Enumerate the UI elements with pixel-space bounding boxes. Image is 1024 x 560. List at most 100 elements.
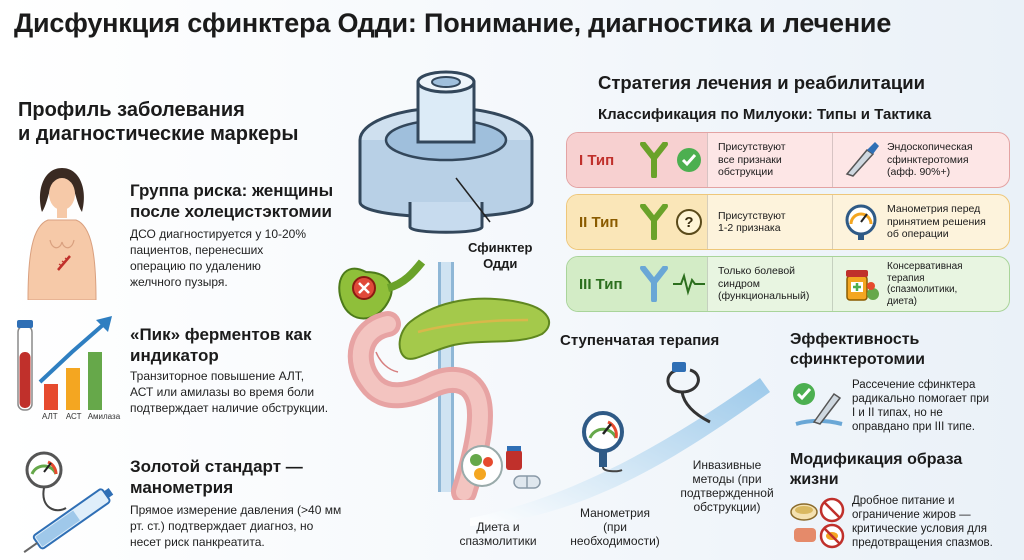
- step-line: обструкции): [693, 500, 761, 514]
- efficacy-line: радикально помогает при: [852, 393, 990, 405]
- food-plate-icon: [461, 445, 541, 489]
- type-tag: III Тип: [567, 257, 707, 311]
- tactic-line: Консервативная: [887, 261, 963, 272]
- diet-restriction-icon: [790, 497, 845, 549]
- enzyme-text-line: подтверждает наличие обструкции.: [130, 401, 329, 415]
- enzyme-title-line2: индикатор: [130, 346, 219, 365]
- left-heading-line1: Профиль заболевания: [18, 99, 245, 121]
- efficacy-heading-line1: Эффективность: [790, 331, 920, 348]
- gold-standard-title: Золотой стандарт — манометрия: [130, 456, 360, 498]
- type-label: II Тип: [579, 213, 619, 231]
- efficacy-line: Рассечение сфинктера: [852, 379, 976, 391]
- type-description: Только болевой синдром (функциональный): [707, 257, 832, 311]
- type-row-1: I Тип Присутствуют все признаки обструкц…: [566, 132, 1010, 188]
- efficacy-line: оправдано при III типе.: [852, 421, 975, 433]
- step-line: методы (при: [692, 472, 762, 486]
- bar-label-ast: АСТ: [65, 412, 82, 421]
- step-line: подтвержденной: [680, 486, 774, 500]
- enzyme-title-line1: «Пик» ферментов как: [130, 325, 312, 344]
- scalpel-icon: [845, 142, 879, 177]
- pressure-gauge-icon: [845, 204, 877, 240]
- desc-line: синдром: [718, 277, 760, 290]
- tactic-line: (спазмолитики,: [887, 284, 958, 295]
- efficacy-text: Рассечение сфинктера радикально помогает…: [852, 378, 1012, 434]
- gold-title-line2: манометрия: [130, 478, 234, 497]
- gold-text-line: рт. ст.) подтверждает диагноз, но: [130, 519, 314, 533]
- step-invasive: Инвазивные методы (при подтвержденной об…: [672, 458, 782, 514]
- tactic-line: диета): [887, 295, 918, 307]
- bar-label-amylase: Амилаза: [87, 412, 121, 421]
- type-tactic: Эндоскопическая сфинктеротомия (афф. 90%…: [832, 133, 1009, 187]
- lifestyle-line: ограничение жиров —: [852, 509, 971, 521]
- type-tag: I Тип: [567, 133, 707, 187]
- lifestyle-line: критические условия для: [852, 523, 987, 535]
- duct-y-icon: [640, 204, 668, 240]
- desc-line: Присутствуют: [718, 141, 786, 154]
- tactic-line: терапия: [887, 272, 925, 284]
- gold-standard-text: Прямое измерение давления (>40 мм рт. ст…: [130, 502, 370, 550]
- lifestyle-heading: Модификация образа жизни: [790, 450, 962, 490]
- question-circle-icon: ?: [676, 209, 702, 235]
- therapy-progress-arc: [470, 378, 770, 526]
- desc-line: Только болевой: [718, 265, 796, 278]
- duct-y-icon: [640, 266, 668, 302]
- pulse-wave-icon: [673, 272, 705, 296]
- left-heading-line2: и диагностические маркеры: [18, 123, 299, 145]
- risk-text-line: ДСО диагностируется у 10-20%: [130, 227, 307, 241]
- type-row-3: III Тип Только болевой синдром (функцион…: [566, 256, 1010, 312]
- svg-text:?: ?: [684, 214, 693, 231]
- step-diet: Диета и спазмолитики: [446, 520, 550, 548]
- desc-line: (функциональный): [718, 290, 810, 303]
- step-line: Манометрия: [579, 506, 650, 520]
- efficacy-heading-line2: сфинктеротомии: [790, 351, 925, 368]
- milwaukee-subheading: Классификация по Милуоки: Типы и Тактика: [598, 106, 932, 123]
- sphincter-anatomy-illustration: [338, 70, 551, 500]
- manometer-catheter-icon: [23, 451, 114, 553]
- gold-text-line: несет риск панкреатита.: [130, 535, 265, 549]
- lifestyle-heading-line1: Модификация образа: [790, 451, 963, 468]
- gold-text-line: Прямое измерение давления (>40 мм: [130, 503, 342, 517]
- gold-title-line1: Золотой стандарт —: [130, 457, 303, 476]
- lifestyle-text: Дробное питание и ограничение жиров — кр…: [852, 494, 1020, 550]
- risk-text-line: операцию по удалению: [130, 259, 261, 273]
- enzyme-peak-title: «Пик» ферментов как индикатор: [130, 324, 360, 366]
- risk-group-title: Группа риска: женщины после холецистэкто…: [130, 180, 360, 222]
- catheter-icon: [666, 362, 711, 424]
- bar-labels: АЛТ АСТ Амилаза: [42, 412, 120, 421]
- desc-line: все признаки: [718, 153, 782, 166]
- sphincter-label-line2: Одди: [483, 256, 518, 271]
- risk-group-text: ДСО диагностируется у 10-20% пациентов, …: [130, 226, 350, 290]
- tactic-line: об операции: [887, 228, 949, 241]
- step-line: необходимости): [570, 534, 660, 548]
- type-label: I Тип: [579, 151, 615, 169]
- bar-label-alt: АЛТ: [42, 412, 58, 421]
- check-circle-icon: [677, 148, 701, 172]
- type-tactic: Консервативная терапия (спазмолитики, ди…: [832, 257, 1009, 311]
- step-line: спазмолитики: [459, 534, 537, 548]
- desc-line: Присутствуют: [718, 209, 786, 222]
- step-line: (при: [603, 520, 627, 534]
- tactic-line: принятием решения: [887, 215, 986, 228]
- tactic-line: Эндоскопическая: [887, 141, 973, 154]
- efficacy-line: I и II типах, но не: [852, 407, 943, 419]
- tactic-line: Манометрия перед: [887, 203, 981, 216]
- type-description: Присутствуют 1-2 признака: [707, 195, 832, 249]
- risk-title-line2: после холецистэктомии: [130, 202, 332, 221]
- sphincter-label-line1: Сфинктер: [468, 240, 533, 255]
- manometer-icon: [582, 411, 624, 473]
- medicine-bottle-icon: [846, 270, 879, 301]
- stepped-therapy-heading: Ступенчатая терапия: [560, 332, 720, 349]
- type-label: III Тип: [579, 275, 623, 293]
- step-manometry: Манометрия (при необходимости): [560, 506, 670, 548]
- tactic-line: сфинктеротомия: [887, 153, 969, 166]
- desc-line: 1-2 признака: [718, 222, 781, 234]
- lifestyle-heading-line2: жизни: [790, 471, 839, 488]
- right-section-heading: Стратегия лечения и реабилитации: [598, 72, 926, 93]
- page-title: Дисфункция сфинктера Одди: Понимание, ди…: [14, 8, 892, 38]
- step-line: Инвазивные: [692, 458, 762, 472]
- enzyme-peak-text: Транзиторное повышение АЛТ, АСТ или амил…: [130, 368, 370, 416]
- bar-chart-icon: [17, 316, 112, 411]
- type-tag: II Тип ?: [567, 195, 707, 249]
- lifestyle-line: предотвращения спазмов.: [852, 537, 993, 549]
- step-line: Диета и: [476, 520, 520, 534]
